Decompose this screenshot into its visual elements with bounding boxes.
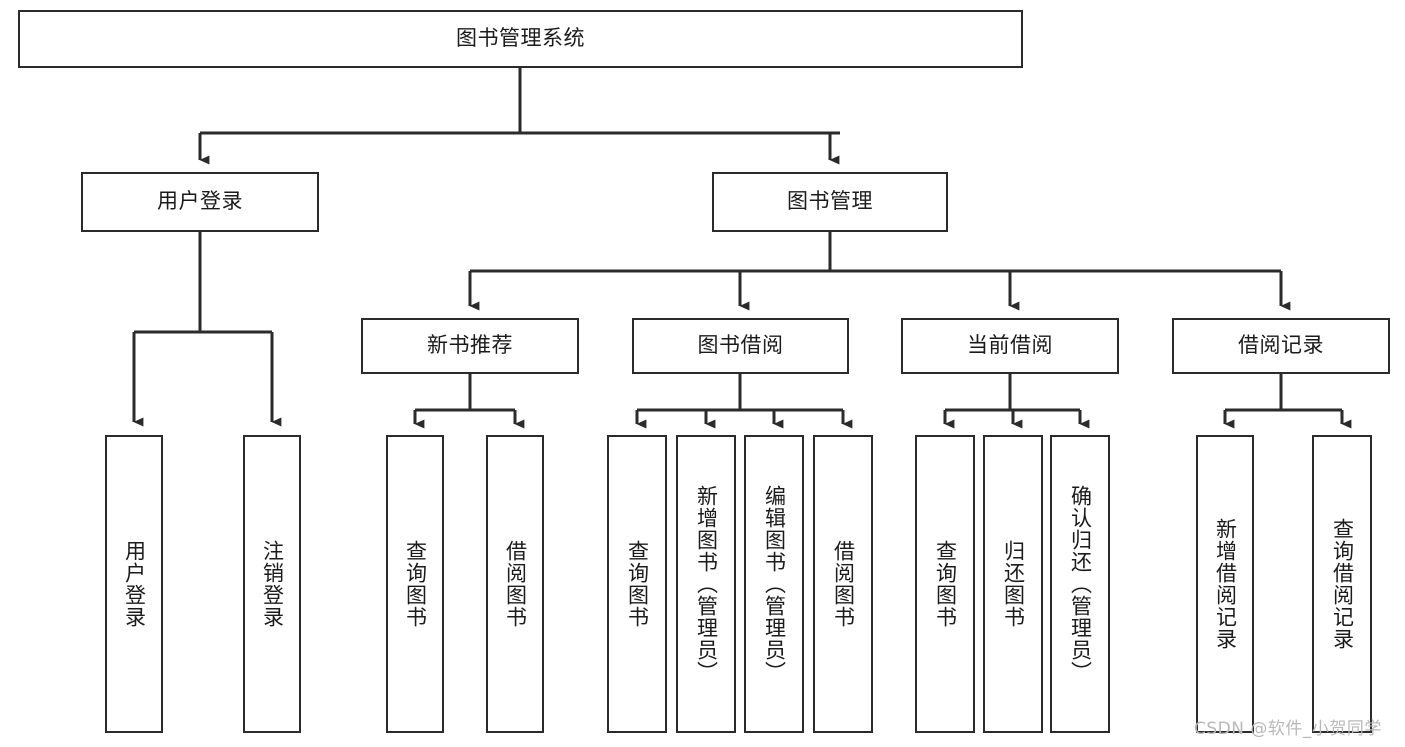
node-borrow-record-label: 借阅记录: [1238, 333, 1324, 358]
leaf-query-book-recommend-label: 查询图书: [403, 540, 428, 628]
leaf-return-book-label: 归还图书: [1001, 540, 1026, 628]
node-user-login-label: 用户登录: [157, 189, 243, 214]
leaf-user-logout-label: 注销登录: [260, 540, 285, 628]
node-book-borrow[interactable]: 图书借阅: [632, 318, 849, 374]
leaf-confirm-return-admin[interactable]: 确认归还（管理员）: [1050, 435, 1110, 733]
leaf-query-book-current[interactable]: 查询图书: [915, 435, 975, 733]
node-new-book-recommend[interactable]: 新书推荐: [361, 318, 579, 374]
node-book-borrow-label: 图书借阅: [697, 333, 784, 358]
leaf-borrow-book-recommend[interactable]: 借阅图书: [486, 435, 544, 733]
node-root[interactable]: 图书管理系统: [18, 10, 1023, 68]
csdn-watermark: CSDN @软件_小贺同学: [1194, 719, 1382, 739]
leaf-user-login-label: 用户登录: [122, 540, 147, 628]
leaf-borrow-book-recommend-label: 借阅图书: [503, 540, 528, 628]
leaf-query-book-borrow-label: 查询图书: [625, 540, 650, 628]
leaf-return-book[interactable]: 归还图书: [983, 435, 1043, 733]
leaf-edit-book-admin-label: 编辑图书（管理员）: [762, 485, 787, 683]
leaf-add-borrow-record[interactable]: 新增借阅记录: [1196, 435, 1254, 733]
leaf-user-logout[interactable]: 注销登录: [243, 435, 301, 733]
leaf-edit-book-admin[interactable]: 编辑图书（管理员）: [744, 435, 804, 733]
node-current-borrow[interactable]: 当前借阅: [901, 318, 1119, 374]
node-root-label: 图书管理系统: [456, 26, 585, 51]
leaf-add-borrow-record-label: 新增借阅记录: [1213, 518, 1238, 650]
leaf-query-borrow-record[interactable]: 查询借阅记录: [1312, 435, 1372, 733]
leaf-confirm-return-admin-label: 确认归还（管理员）: [1068, 485, 1093, 683]
node-current-borrow-label: 当前借阅: [967, 333, 1053, 358]
leaf-user-login[interactable]: 用户登录: [105, 435, 163, 733]
node-book-manage[interactable]: 图书管理: [712, 172, 948, 232]
node-user-login[interactable]: 用户登录: [81, 172, 319, 232]
node-new-book-recommend-label: 新书推荐: [427, 333, 513, 358]
leaf-query-book-borrow[interactable]: 查询图书: [607, 435, 667, 733]
leaf-query-book-current-label: 查询图书: [933, 540, 958, 628]
leaf-borrow-book[interactable]: 借阅图书: [813, 435, 873, 733]
leaf-borrow-book-label: 借阅图书: [831, 540, 856, 628]
leaf-query-borrow-record-label: 查询借阅记录: [1330, 518, 1355, 650]
node-book-manage-label: 图书管理: [787, 189, 873, 214]
node-borrow-record[interactable]: 借阅记录: [1172, 318, 1390, 374]
leaf-add-book-admin-label: 新增图书（管理员）: [694, 485, 719, 683]
leaf-add-book-admin[interactable]: 新增图书（管理员）: [676, 435, 736, 733]
leaf-query-book-recommend[interactable]: 查询图书: [386, 435, 444, 733]
